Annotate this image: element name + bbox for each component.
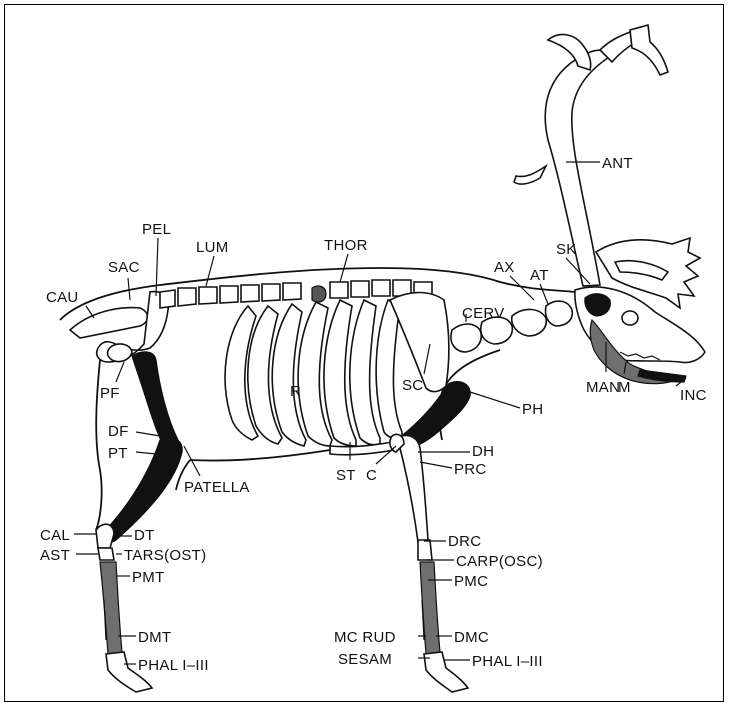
label-drc: DRC <box>448 533 481 550</box>
caudal-vertebrae <box>70 308 148 338</box>
ribcage <box>225 300 402 455</box>
label-tars: TARS(OST) <box>124 547 206 564</box>
label-phal-hind: PHAL I–III <box>138 657 209 674</box>
label-pmt: PMT <box>132 569 165 586</box>
label-ax: AX <box>494 259 515 276</box>
label-cal: CAL <box>40 527 70 544</box>
label-carp: CARP(OSC) <box>456 553 543 570</box>
label-patella: PATELLA <box>184 479 250 496</box>
label-dmt: DMT <box>138 629 171 646</box>
label-r: R <box>290 383 301 400</box>
label-sc: SC <box>402 377 423 394</box>
label-pel: PEL <box>142 221 171 238</box>
label-man: MAN <box>586 379 620 396</box>
label-st: ST <box>336 467 356 484</box>
label-ph: PH <box>522 401 543 418</box>
label-sk: SK <box>556 241 577 258</box>
label-at: AT <box>530 267 549 284</box>
skull <box>575 287 705 384</box>
label-df: DF <box>108 423 129 440</box>
label-pt: PT <box>108 445 128 462</box>
label-phal-fore: PHAL I–III <box>472 653 543 670</box>
label-cerv: CERV <box>462 305 505 322</box>
label-m: M <box>618 379 631 396</box>
label-ast: AST <box>40 547 70 564</box>
label-sesam: SESAM <box>338 651 392 668</box>
label-ant: ANT <box>602 155 633 172</box>
label-dt: DT <box>134 527 155 544</box>
label-mc-rud: MC RUD <box>334 629 396 646</box>
label-inc: INC <box>680 387 707 404</box>
label-cau: CAU <box>46 289 79 306</box>
label-pmc: PMC <box>454 573 488 590</box>
label-thor: THOR <box>324 237 368 254</box>
label-pf: PF <box>100 385 120 402</box>
label-sac: SAC <box>108 259 140 276</box>
label-dmc: DMC <box>454 629 489 646</box>
label-lum: LUM <box>196 239 229 256</box>
label-dh: DH <box>472 443 494 460</box>
label-c: C <box>366 467 377 484</box>
label-prc: PRC <box>454 461 487 478</box>
